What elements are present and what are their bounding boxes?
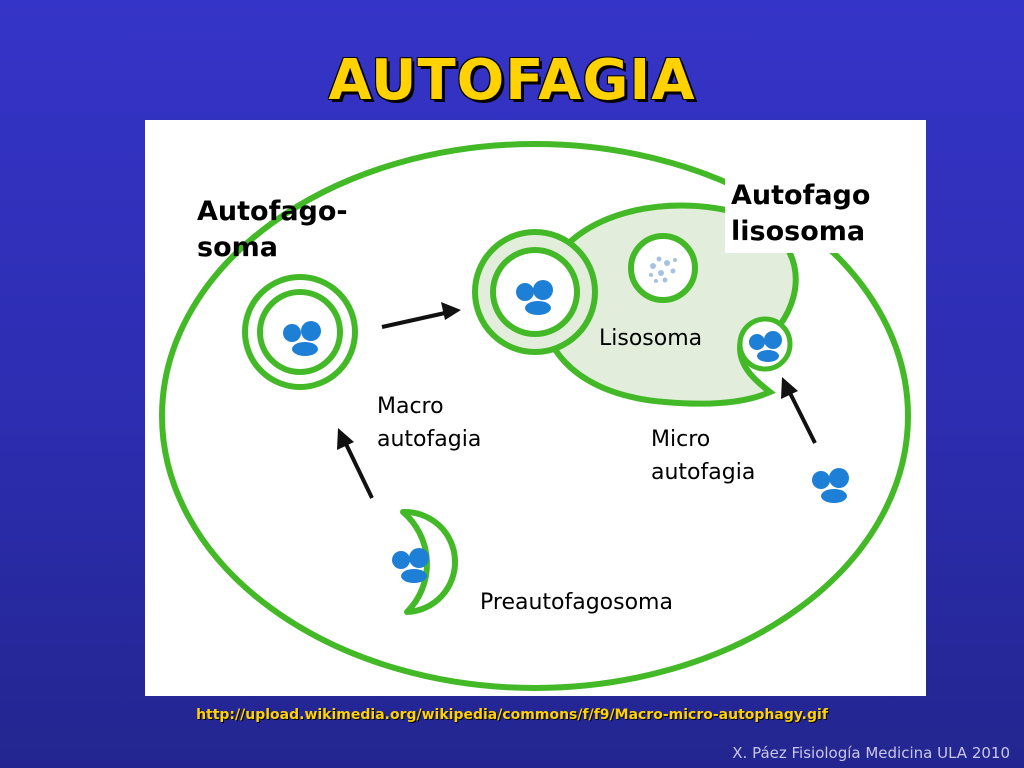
autophagy-diagram: Autofago- soma Autofago lisosoma Lisosom… bbox=[145, 120, 926, 696]
cargo-autophagosome bbox=[283, 321, 321, 356]
label-lisosoma: Lisosoma bbox=[599, 326, 703, 351]
label-autofagolisosoma: Autofago lisosoma bbox=[725, 176, 877, 253]
cargo-degraded bbox=[649, 256, 677, 283]
cell-membrane bbox=[159, 141, 911, 691]
arrow-micro bbox=[781, 377, 817, 444]
label-macro-autofagia: Macro autofagia bbox=[377, 394, 482, 452]
cargo-fusing-vesicle bbox=[516, 280, 553, 315]
autophagosome-inner bbox=[257, 289, 343, 375]
diagram-canvas bbox=[159, 141, 911, 691]
cargo-preautophagosome bbox=[392, 548, 429, 583]
cargo-free bbox=[812, 468, 849, 503]
label-preautofagosoma: Preautofagosoma bbox=[480, 590, 673, 615]
source-url: http://upload.wikimedia.org/wikipedia/co… bbox=[196, 707, 828, 723]
label-micro-autofagia: Micro autofagia bbox=[651, 427, 756, 485]
autophagosome-outer bbox=[242, 274, 358, 390]
credit-text: X. Páez Fisiología Medicina ULA 2010 bbox=[732, 744, 1010, 762]
degraded-vesicle bbox=[628, 233, 698, 303]
arrow-to-autolysosome bbox=[381, 302, 461, 329]
label-autofagosoma: Autofago- soma bbox=[197, 196, 348, 264]
cargo-micro-vesicle bbox=[749, 331, 782, 362]
arrow-macro bbox=[337, 428, 374, 499]
slide-title: AUTOFAGIA bbox=[328, 48, 696, 113]
